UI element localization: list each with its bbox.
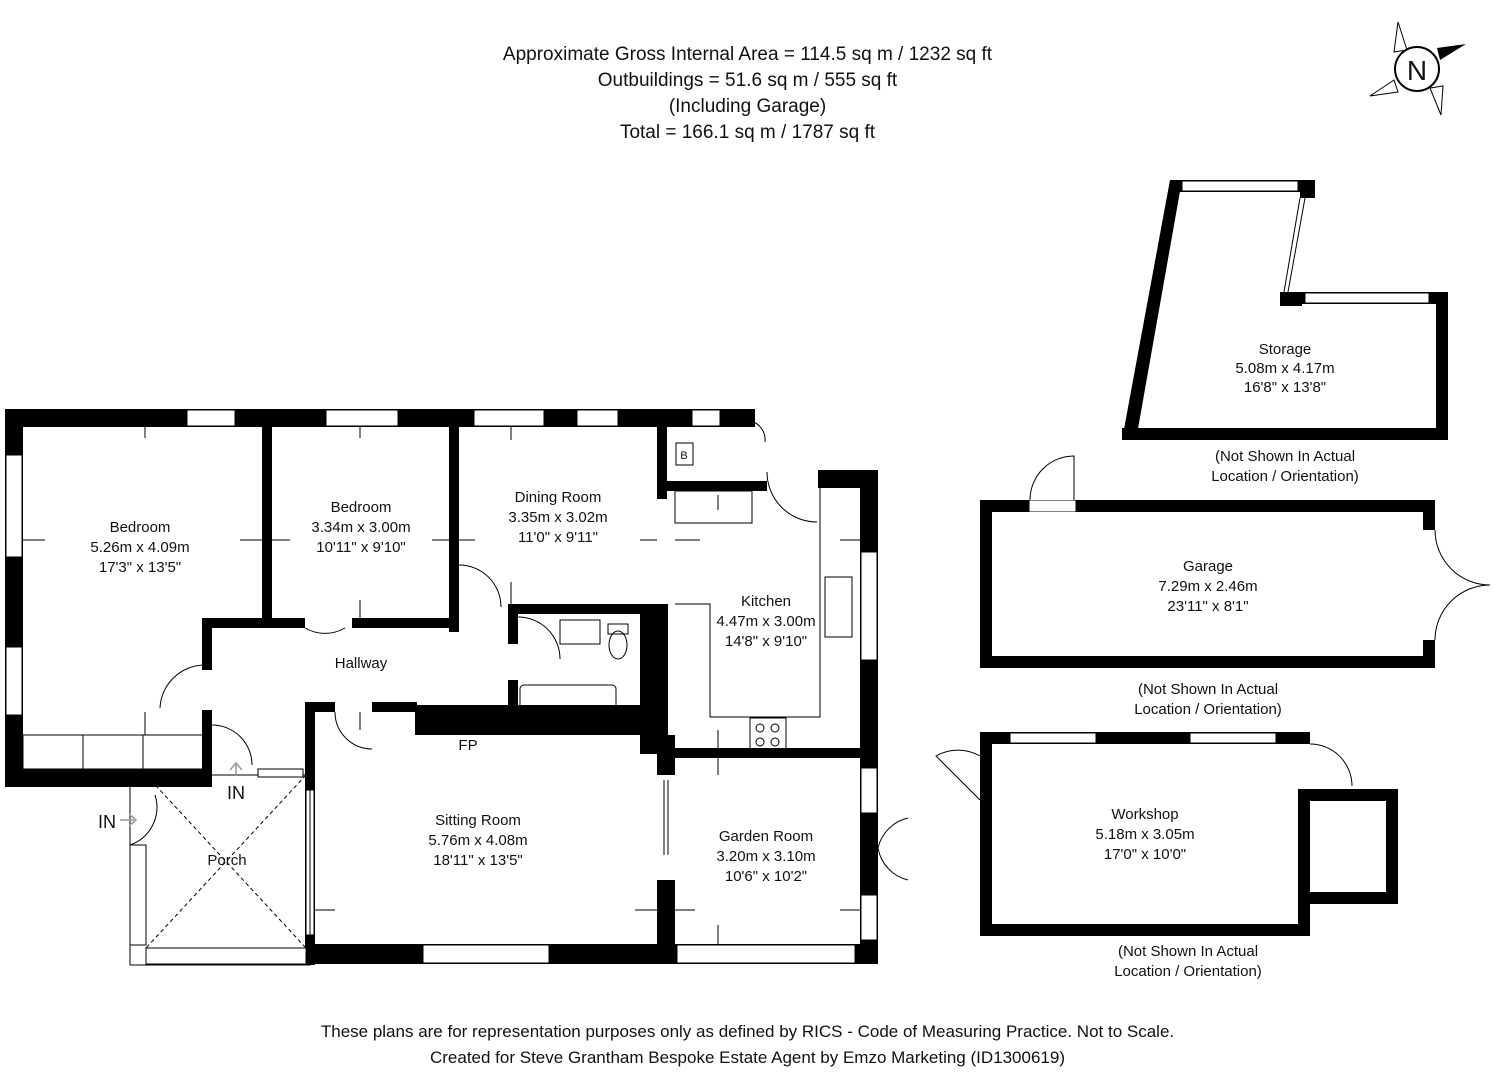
storage-metric: 5.08m x 4.17m	[1235, 360, 1334, 377]
storage-imperial: 16'8" x 13'8"	[1244, 379, 1326, 396]
workshop-note-line2: Location / Orientation)	[1114, 963, 1262, 980]
garage-name: Garage	[1183, 558, 1233, 575]
bedroom-2-imperial: 10'11" x 9'10"	[316, 539, 406, 556]
outbuilding-garage: Garage 7.29m x 2.46m 23'11" x 8'1" (Not …	[980, 455, 1491, 718]
garage-note-line1: (Not Shown In Actual	[1138, 681, 1278, 698]
dimension-arrows	[23, 427, 860, 944]
storage-note-line2: Location / Orientation)	[1211, 468, 1359, 485]
room-kitchen: Kitchen 4.47m x 3.00m 14'8" x 9'10"	[716, 593, 815, 650]
kitchen-imperial: 14'8" x 9'10"	[725, 633, 807, 650]
dining-room-name: Dining Room	[515, 489, 602, 506]
front-entrance-marker: IN	[227, 783, 245, 803]
disclaimer-line2: Created for Steve Grantham Bespoke Estat…	[429, 1048, 1065, 1067]
gross-internal-area: Approximate Gross Internal Area = 114.5 …	[502, 44, 993, 65]
bedroom-1-imperial: 17'3" x 13'5"	[99, 559, 181, 576]
area-summary: Approximate Gross Internal Area = 114.5 …	[0, 42, 1495, 146]
workshop-imperial: 17'0" x 10'0"	[1104, 846, 1186, 863]
porch-name: Porch	[207, 852, 246, 869]
workshop-name: Workshop	[1111, 806, 1178, 823]
entrance-arrow-up-icon	[229, 761, 243, 776]
outbuilding-storage: Storage 5.08m x 4.17m 16'8" x 13'8" (Not…	[1122, 180, 1448, 485]
sitting-room-metric: 5.76m x 4.08m	[428, 832, 527, 849]
bedroom-2-metric: 3.34m x 3.00m	[311, 519, 410, 536]
bedroom-1-metric: 5.26m x 4.09m	[90, 539, 189, 556]
dining-room-imperial: 11'0" x 9'11"	[518, 529, 598, 546]
room-bedroom-1: Bedroom 5.26m x 4.09m 17'3" x 13'5"	[90, 519, 189, 576]
side-entrance-marker: IN	[98, 812, 116, 832]
garden-room-metric: 3.20m x 3.10m	[716, 848, 815, 865]
storage-name: Storage	[1259, 341, 1312, 358]
fireplace-marker: FP	[458, 737, 477, 754]
including-garage-note: (Including Garage)	[668, 96, 827, 117]
bedroom-1-name: Bedroom	[110, 519, 171, 536]
boiler-marker: B	[680, 450, 687, 462]
workshop-metric: 5.18m x 3.05m	[1095, 826, 1194, 843]
bedroom-2-name: Bedroom	[331, 499, 392, 516]
outbuilding-workshop: Workshop 5.18m x 3.05m 17'0" x 10'0" (No…	[935, 732, 1398, 980]
disclaimer: These plans are for representation purpo…	[0, 1019, 1495, 1071]
kitchen-metric: 4.47m x 3.00m	[716, 613, 815, 630]
room-garden: Garden Room 3.20m x 3.10m 10'6" x 10'2"	[716, 828, 815, 885]
hallway-name: Hallway	[335, 655, 388, 672]
total-area: Total = 166.1 sq m / 1787 sq ft	[619, 122, 876, 143]
garage-imperial: 23'11" x 8'1"	[1167, 598, 1248, 615]
outbuildings-area: Outbuildings = 51.6 sq m / 555 sq ft	[597, 70, 898, 91]
garden-room-name: Garden Room	[719, 828, 813, 845]
room-dining: Dining Room 3.35m x 3.02m 11'0" x 9'11"	[508, 489, 607, 546]
main-house: B	[5, 409, 909, 966]
disclaimer-line1: These plans are for representation purpo…	[320, 1022, 1175, 1041]
sitting-room-imperial: 18'11" x 13'5"	[433, 852, 523, 869]
room-sitting: Sitting Room 5.76m x 4.08m 18'11" x 13'5…	[428, 812, 527, 869]
garden-room-imperial: 10'6" x 10'2"	[725, 868, 807, 885]
dining-room-metric: 3.35m x 3.02m	[508, 509, 607, 526]
storage-note-line1: (Not Shown In Actual	[1215, 448, 1355, 465]
compass-north-icon: N	[1369, 21, 1466, 116]
kitchen-name: Kitchen	[741, 593, 791, 610]
workshop-note-line1: (Not Shown In Actual	[1118, 943, 1258, 960]
compass-label: N	[1407, 55, 1427, 86]
sitting-room-name: Sitting Room	[435, 812, 521, 829]
room-bedroom-2: Bedroom 3.34m x 3.00m 10'11" x 9'10"	[311, 499, 410, 556]
entrance-arrow-icon	[120, 813, 138, 827]
garage-note-line2: Location / Orientation)	[1134, 701, 1282, 718]
garage-metric: 7.29m x 2.46m	[1158, 578, 1257, 595]
